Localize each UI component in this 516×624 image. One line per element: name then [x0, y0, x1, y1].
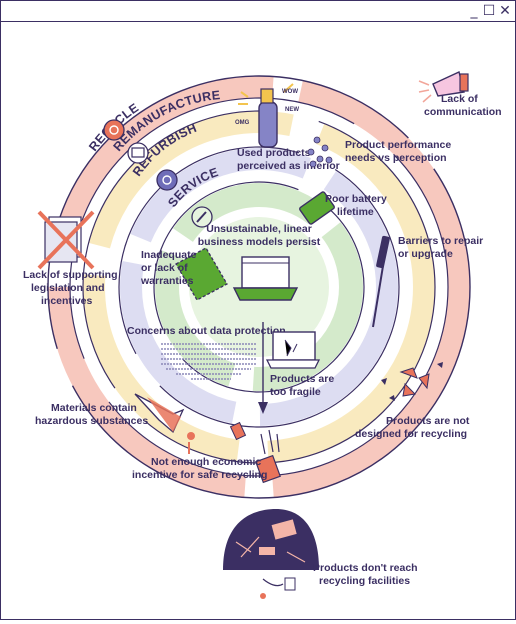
- title-bar: _ ☐ ✕: [1, 1, 515, 22]
- label-legislation-line1: Lack of supporting: [23, 269, 118, 281]
- label-data-protection: Concerns about data protection: [127, 325, 286, 337]
- data-text-block-icon: [161, 343, 257, 380]
- label-facilities-line1: Products don't reach: [313, 562, 418, 574]
- maximize-icon[interactable]: ☐: [482, 3, 496, 19]
- label-legislation-line3: incentives: [41, 295, 93, 307]
- circular-economy-diagram: RECYCLE REMANUFACTURE REFURBISH SERVICE: [23, 71, 502, 599]
- performance-dots-icon: [307, 136, 333, 168]
- label-warranty-line2: or lack of: [141, 262, 188, 274]
- laptop-icon: [232, 256, 299, 301]
- bubble-omg: OMG: [235, 120, 250, 126]
- label-incentive-line2: incentive for safe recycling: [132, 469, 267, 481]
- landfill-pile-icon: [223, 509, 319, 599]
- label-legislation-line2: legislation and: [31, 282, 105, 294]
- recycle-fragments-icon: [381, 362, 443, 401]
- label-hazard-line1: Materials contain: [51, 402, 137, 414]
- label-used-line1: Used products: [237, 147, 311, 159]
- hazard-flask-icon: [134, 393, 195, 454]
- center-label-line1: Unsustainable, linear: [206, 223, 312, 235]
- label-fragile-line1: Products are: [270, 373, 334, 385]
- label-hazard-line2: hazardous substances: [35, 415, 148, 427]
- label-fragile-line2: too fragile: [270, 386, 321, 398]
- flow-arrow-down: [258, 322, 268, 414]
- label-warranty-line3: warranties: [140, 275, 194, 287]
- label-incentive-line1: Not enough economic: [151, 456, 261, 468]
- ring-recycle: [47, 75, 471, 499]
- warranty-document-icon: [175, 247, 228, 301]
- label-performance-line1: Product performance: [345, 139, 451, 151]
- megaphone-icon: [418, 71, 469, 103]
- label-facilities-line2: recycling facilities: [319, 575, 410, 587]
- label-used-line2: perceived as inferior: [237, 160, 340, 172]
- label-warranty-line1: Inadequate: [141, 249, 197, 261]
- falling-debris-icon: [229, 421, 281, 484]
- legislation-crossed-icon: [37, 210, 95, 270]
- label-battery-line1: Poor battery: [325, 193, 387, 205]
- ring-service: [153, 181, 365, 393]
- label-notdesigned-line1: Products are not: [386, 415, 470, 427]
- screwdriver-icon: [372, 235, 390, 328]
- ring-refurbish: [118, 146, 400, 428]
- center-label-line2: business models persist: [198, 236, 321, 248]
- label-barriers-line1: Barriers to repair: [398, 235, 483, 247]
- remanufacture-ring-icon: [127, 142, 149, 164]
- label-battery-line2: lifetime: [337, 206, 374, 218]
- label-performance-line2: needs vs perception: [345, 152, 447, 164]
- recycle-ring-icon: [103, 119, 125, 141]
- diagram-canvas: RECYCLE REMANUFACTURE REFURBISH SERVICE: [1, 22, 515, 619]
- label-lack-comm-line1: Lack of: [441, 93, 478, 105]
- broken-laptop-icon: [265, 331, 321, 369]
- label-barriers-line2: or upgrade: [398, 248, 453, 260]
- label-lack-comm-line2: communication: [424, 106, 502, 118]
- service-wrench-icon: [191, 206, 213, 228]
- bubble-wow: WOW: [282, 89, 298, 95]
- refurbish-ring-icon: [156, 169, 178, 191]
- label-notdesigned-line2: designed for recycling: [355, 428, 467, 440]
- spray-bottle-icon: [238, 83, 294, 148]
- close-icon[interactable]: ✕: [499, 3, 511, 19]
- battery-icon: [299, 191, 335, 225]
- bubble-new: NEW: [285, 107, 299, 113]
- minimize-icon[interactable]: _: [470, 3, 478, 19]
